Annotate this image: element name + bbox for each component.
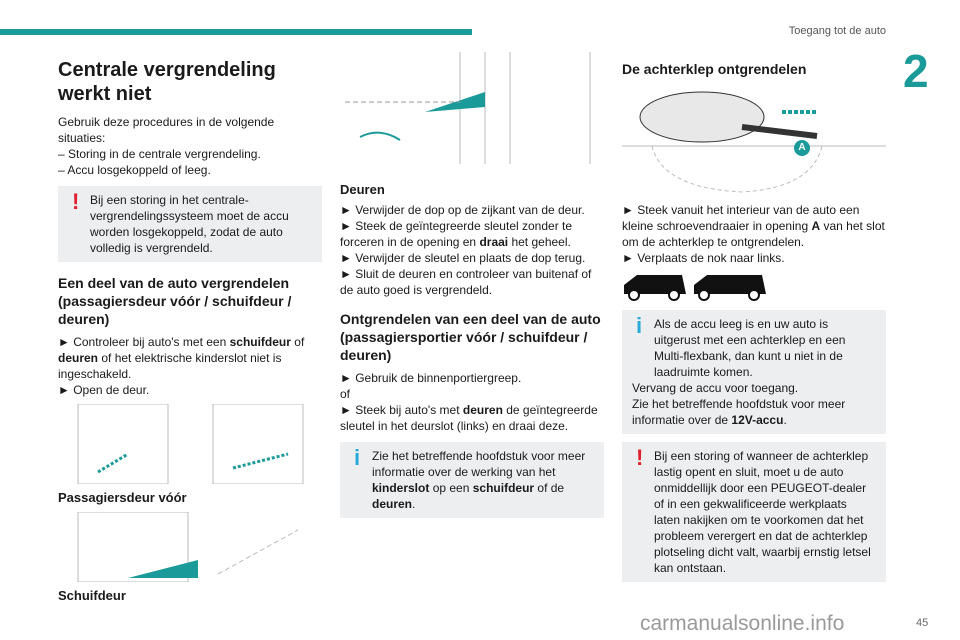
intro: Gebruik deze procedures in de volgende s… bbox=[58, 115, 275, 145]
step: ► Verplaats de nok naar links. bbox=[622, 251, 785, 265]
subheading: Een deel van de auto vergrendelen (passa… bbox=[58, 275, 292, 327]
header-bar bbox=[0, 29, 472, 35]
warning-icon: ! bbox=[636, 445, 644, 470]
bullet: – Storing in de centrale vergrendeling. bbox=[58, 147, 261, 161]
text: of bbox=[340, 387, 351, 401]
subheading: De achterklep ontgrendelen bbox=[622, 61, 807, 77]
subheading: Ontgrendelen van een deel van de auto (p… bbox=[340, 311, 601, 363]
step: ► Verwijder de dop op de zijkant van de … bbox=[340, 203, 585, 217]
chapter-number: 2 bbox=[903, 45, 929, 97]
step: ► Controleer bij auto's met een schuifde… bbox=[58, 335, 305, 381]
page-number: 45 bbox=[916, 617, 929, 629]
step: ► Sluit de deuren en controleer van buit… bbox=[340, 267, 592, 297]
label-a: A bbox=[794, 140, 810, 156]
caption: Passagiersdeur vóór bbox=[58, 490, 187, 505]
step: ► Verwijder de sleutel en plaats de dop … bbox=[340, 251, 586, 265]
warning-box: !Bij een storing in het centrale-vergren… bbox=[58, 186, 322, 262]
step: ► Gebruik de binnenportiergreep. bbox=[340, 371, 522, 385]
front-door-illustration bbox=[77, 404, 304, 484]
watermark: carmanualsonline.info bbox=[640, 612, 845, 635]
warning-box: !Bij een storing of wanneer de achterkle… bbox=[622, 442, 886, 582]
step: ► Steek de geïntegreerde sleutel zonder … bbox=[340, 219, 573, 249]
section-title: Centrale vergrendeling werkt niet bbox=[58, 59, 276, 105]
caption: Schuifdeur bbox=[58, 588, 126, 603]
step: ► Steek bij auto's met deuren de geïnteg… bbox=[340, 403, 598, 433]
sliding-door-illustration bbox=[77, 512, 299, 582]
column-1: Centrale vergrendeling werkt niet Gebrui… bbox=[58, 58, 322, 608]
step: ► Steek vanuit het interieur van de auto… bbox=[622, 203, 885, 249]
warning-icon: ! bbox=[72, 189, 80, 214]
column-3: De achterklep ontgrendelen A ► Steek van… bbox=[622, 58, 886, 590]
info-icon: i bbox=[354, 445, 361, 470]
bullet: – Accu losgekoppeld of leeg. bbox=[58, 163, 211, 177]
step: ► Open de deur. bbox=[58, 383, 150, 397]
van-icons bbox=[624, 275, 766, 301]
tailgate-illustration: A bbox=[622, 84, 886, 196]
running-title: Toegang tot de auto bbox=[788, 25, 886, 37]
doors-illustration bbox=[345, 52, 591, 164]
column-2: Deuren ► Verwijder de dop op de zijkant … bbox=[340, 182, 604, 526]
subheading-doors: Deuren bbox=[340, 182, 385, 197]
info-icon: i bbox=[636, 313, 643, 338]
